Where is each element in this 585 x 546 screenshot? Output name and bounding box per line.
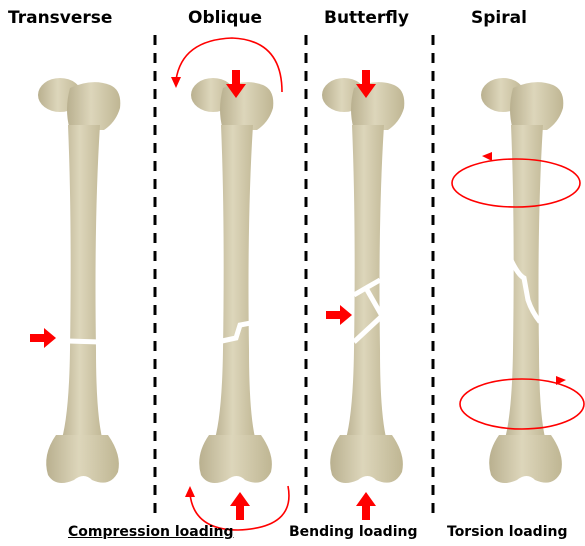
arrow-side-butterfly	[326, 305, 352, 325]
femur-oblique	[191, 78, 273, 483]
title-transverse: Transverse	[8, 8, 112, 28]
femur-butterfly	[322, 78, 404, 483]
arrow-up-oblique	[230, 492, 250, 520]
title-butterfly: Butterfly	[324, 8, 409, 28]
fracture-line-transverse	[68, 341, 100, 342]
caption-bending-loading: Bending loading	[289, 524, 418, 540]
title-spiral: Spiral	[471, 8, 527, 28]
title-oblique: Oblique	[188, 8, 262, 28]
arrow-up-butterfly	[356, 492, 376, 520]
arrow-side-transverse	[30, 328, 56, 348]
femur-transverse	[38, 78, 120, 483]
caption-compression-loading: Compression loading	[68, 524, 234, 540]
caption-torsion-loading: Torsion loading	[447, 524, 567, 540]
